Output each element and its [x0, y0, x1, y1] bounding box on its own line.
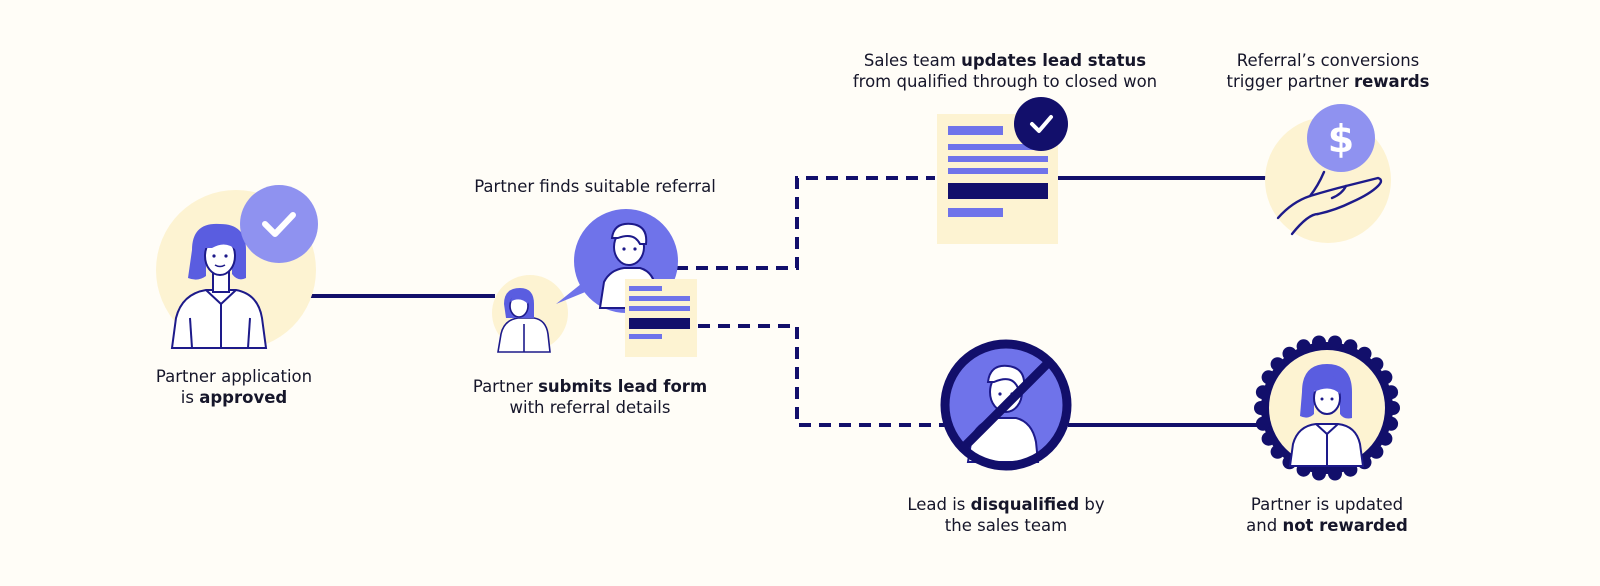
- scallop-bump: [1328, 466, 1342, 481]
- updates-line-1b: updates lead status: [961, 51, 1147, 70]
- lead-form-illustration: [492, 209, 697, 357]
- rewards-illustration: $: [1265, 104, 1391, 243]
- scallop-bump: [1255, 416, 1270, 431]
- scallop-bump: [1255, 385, 1270, 400]
- submits-line-1a: Partner: [472, 377, 539, 396]
- form-icon: [625, 279, 697, 357]
- prohibited-icon: [940, 339, 1072, 471]
- updates-line-1a: Sales team: [863, 51, 962, 70]
- submits-line-2: with referral details: [509, 398, 671, 417]
- disqualified-line-1c: by: [1079, 495, 1105, 514]
- connector-lead-to-qualified: [676, 176, 935, 270]
- scallop-bump: [1261, 370, 1276, 385]
- scallop-bump: [1312, 335, 1326, 350]
- connector-lead-to-disqualified: [698, 324, 945, 427]
- rewards-line-2a: trigger partner: [1226, 72, 1354, 91]
- scallop-bump: [1369, 357, 1384, 372]
- scallop-bump: [1270, 357, 1285, 372]
- not-rewarded-line-2a: and: [1246, 516, 1283, 535]
- scallop-bump: [1357, 346, 1372, 361]
- check-icon: [1030, 115, 1053, 133]
- finds-line-1: Partner finds suitable referral: [474, 177, 716, 196]
- step-updates-label: Sales team updates lead status from qual…: [840, 50, 1170, 92]
- status-check-badge: [1014, 97, 1068, 151]
- check-icon: [262, 212, 296, 237]
- approved-line-2a: is: [180, 388, 200, 407]
- approved-partner-illustration: [156, 185, 318, 350]
- dollar-coin: [1307, 104, 1375, 172]
- person-icon: [1288, 423, 1365, 467]
- rewards-line-1: Referral’s conversions: [1236, 51, 1420, 70]
- scallop-bump: [1384, 385, 1399, 400]
- approved-line-1: Partner application: [155, 367, 313, 386]
- person-bangs: [204, 229, 237, 250]
- scallop-bump: [1312, 466, 1326, 481]
- scallop-bump: [1254, 401, 1268, 415]
- dollar-sign-icon: $: [1328, 117, 1354, 161]
- step-approved-label: Partner application is approved: [134, 366, 334, 408]
- scallop-bump: [1270, 444, 1285, 459]
- step-rewards-label: Referral’s conversions trigger partner r…: [1213, 50, 1443, 92]
- step-submits-label: Partner submits lead form with referral …: [460, 376, 720, 418]
- not-rewarded-line-2b: not rewarded: [1282, 516, 1408, 535]
- disqualified-line-2: the sales team: [944, 516, 1068, 535]
- disqualified-line-1b: disqualified: [970, 495, 1080, 514]
- connectors: [308, 176, 1268, 427]
- scallop-bump: [1378, 370, 1393, 385]
- step-not-rewarded-label: Partner is updated and not rewarded: [1217, 494, 1437, 536]
- step-disqualified-label: Lead is disqualified by the sales team: [886, 494, 1126, 536]
- approved-badge: [240, 185, 318, 263]
- updates-line-2: from qualified through to closed won: [852, 72, 1158, 91]
- disqualified-illustration: [940, 339, 1072, 471]
- open-hand-icon: [1276, 170, 1383, 236]
- approved-line-2b: approved: [199, 388, 288, 407]
- step-finds-label: Partner finds suitable referral: [455, 176, 735, 197]
- disqualified-line-1a: Lead is: [907, 495, 971, 514]
- not-rewarded-illustration: [1254, 335, 1400, 481]
- rewards-line-2b: rewards: [1353, 72, 1430, 91]
- scallop-bump: [1369, 444, 1384, 459]
- scallop-bump: [1296, 339, 1311, 354]
- scallop-bump: [1261, 431, 1276, 446]
- lead-status-illustration: [937, 97, 1068, 244]
- scallop-bump: [1378, 431, 1393, 446]
- scallop-bump: [1343, 339, 1358, 354]
- scallop-bump: [1384, 416, 1399, 431]
- not-rewarded-line-1: Partner is updated: [1250, 495, 1404, 514]
- small-person-icon: [497, 317, 551, 353]
- scallop-bump: [1282, 346, 1297, 361]
- submits-line-1b: submits lead form: [538, 377, 708, 396]
- scallop-bump: [1386, 401, 1400, 415]
- scallop-bump: [1328, 335, 1342, 350]
